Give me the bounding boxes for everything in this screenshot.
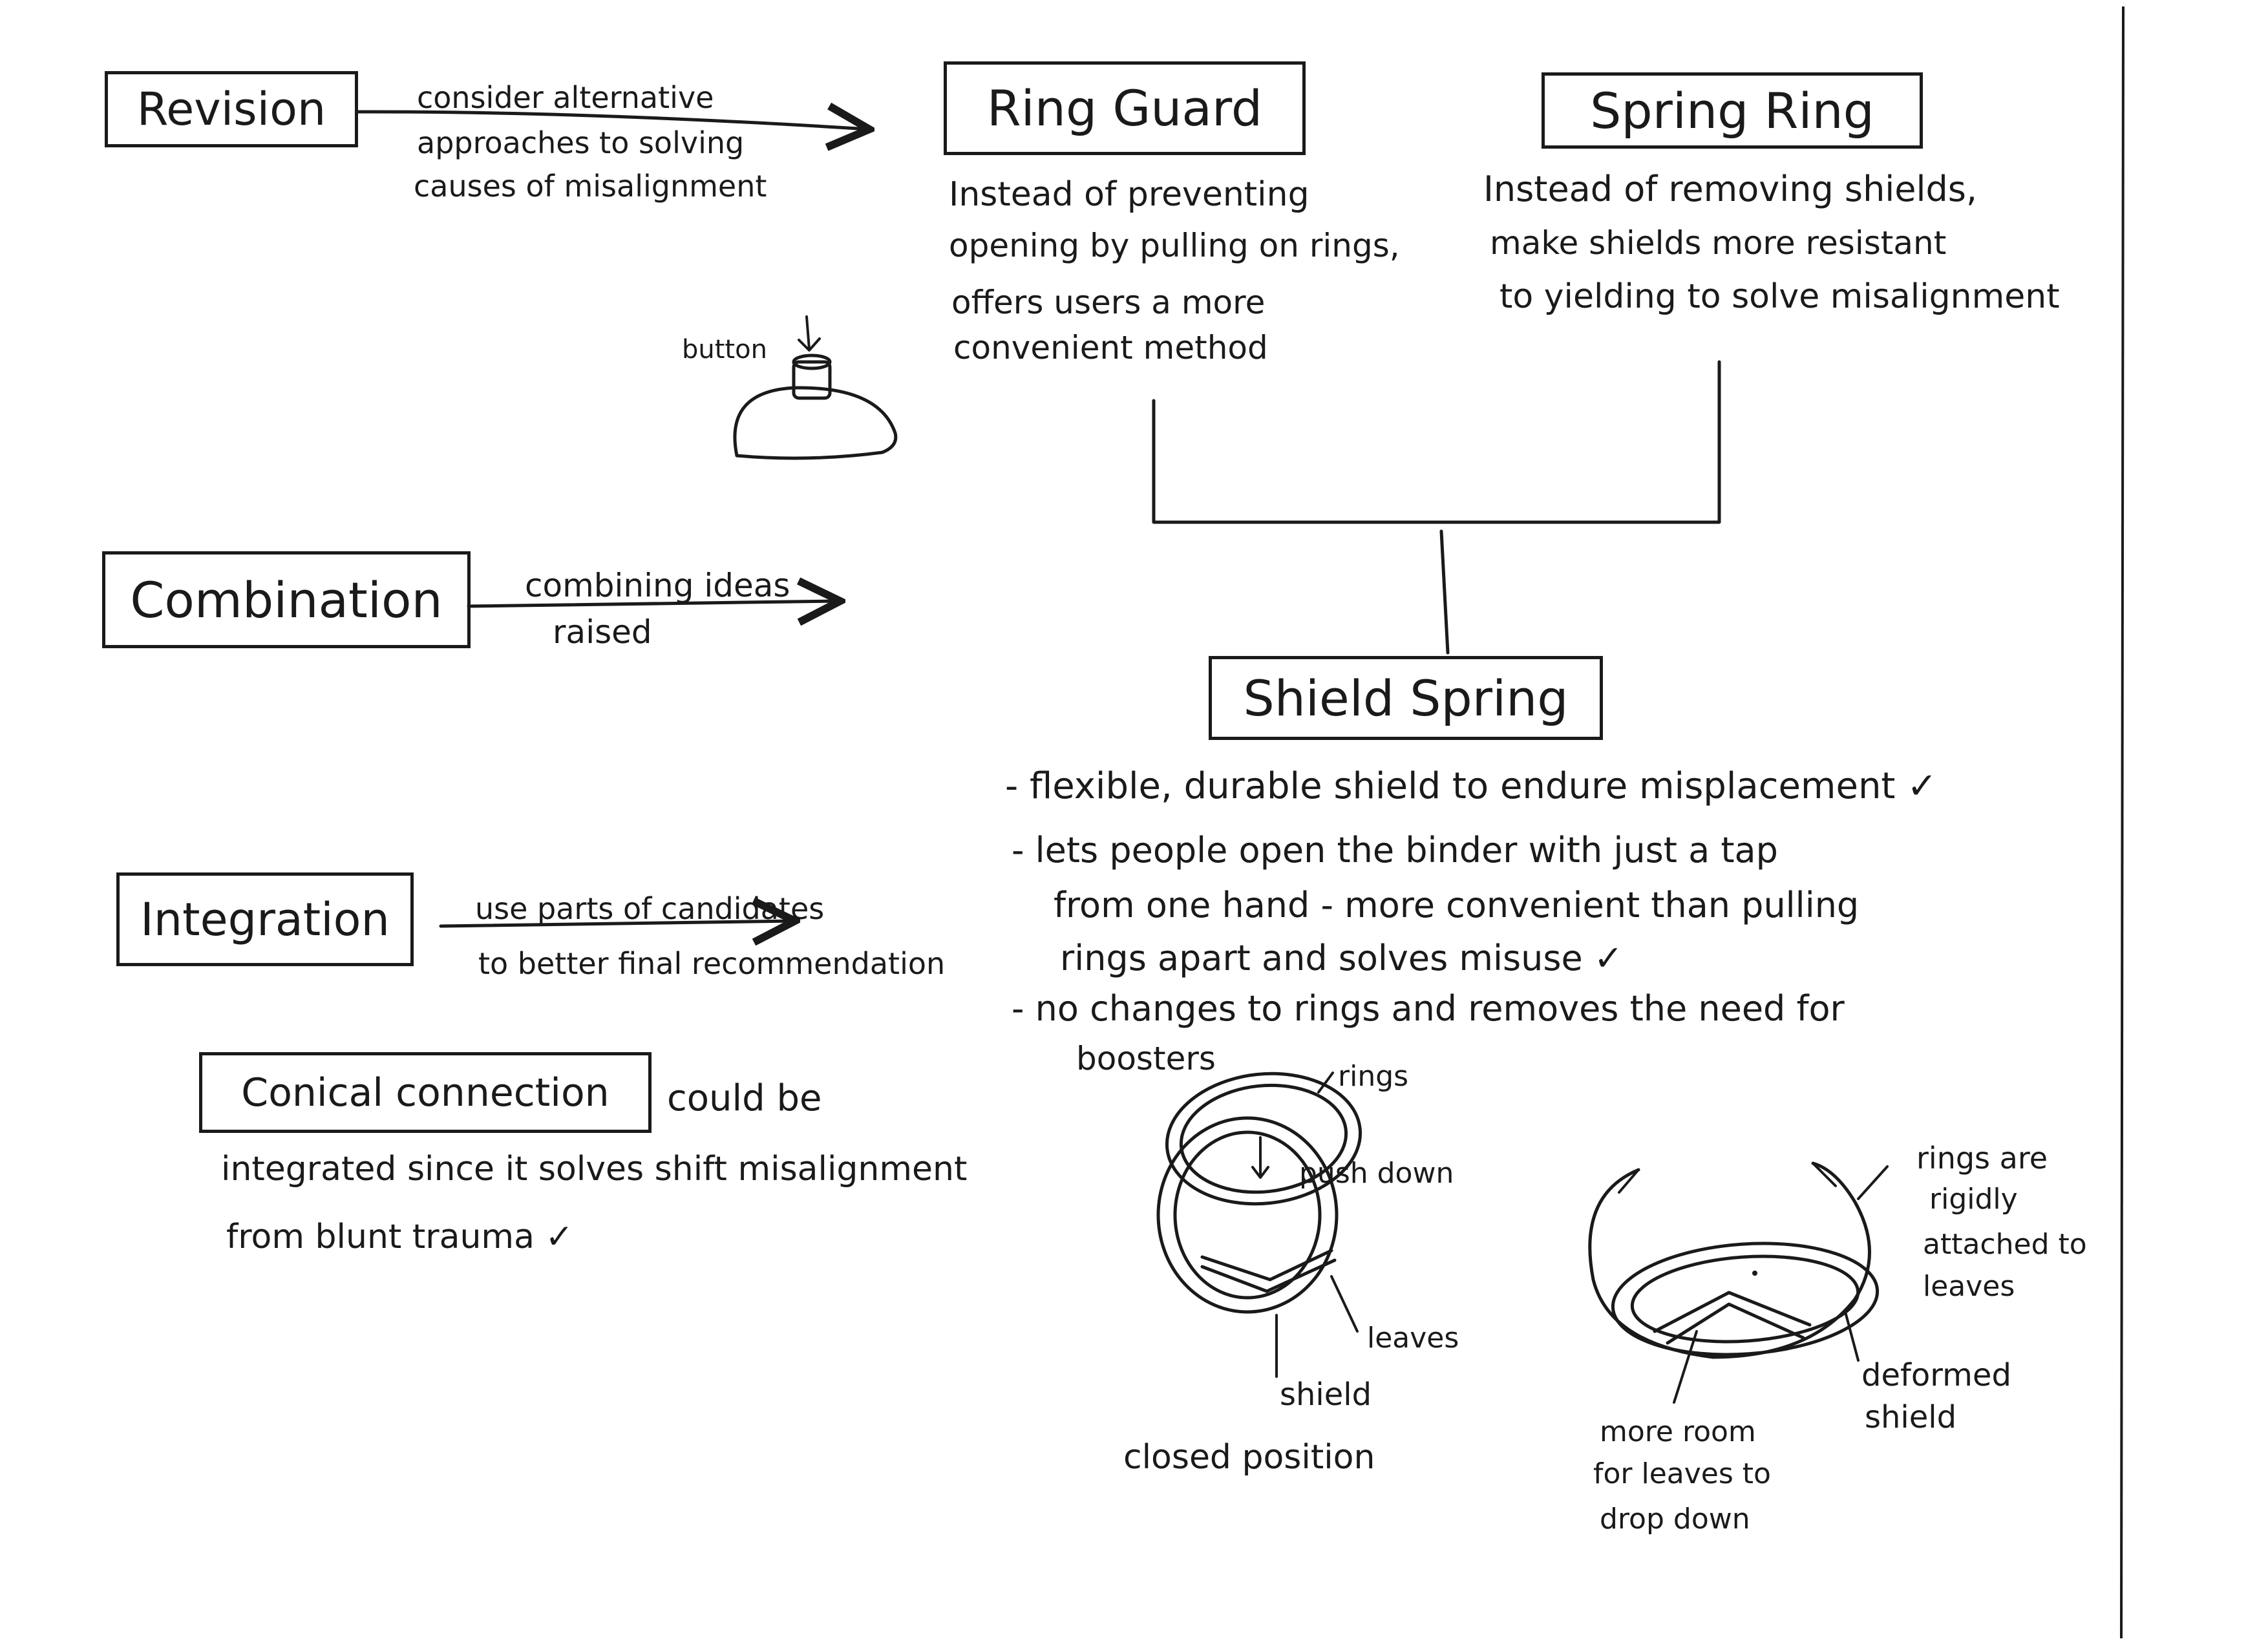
button-dome-sketch — [733, 315, 898, 460]
conical-text-2: from blunt trauma ✓ — [226, 1218, 574, 1256]
integration-note-1: use parts of candidates — [475, 891, 825, 926]
combination-arrow — [467, 601, 840, 606]
open-position-sketch — [1588, 1161, 1889, 1404]
revision-box: Revision — [105, 71, 358, 147]
ring-guard-text-4: convenient method — [953, 329, 1268, 366]
open-deformed-label-2: shield — [1865, 1399, 1957, 1435]
closed-rings-label: rings — [1338, 1060, 1409, 1093]
revision-note-3: causes of misalignment — [414, 169, 767, 204]
spring-ring-text-3: to yielding to solve misalignment — [1500, 277, 2060, 316]
open-room-label-2: for leaves to — [1593, 1457, 1771, 1490]
shield-spring-bullet-2-line-1: - lets people open the binder with just … — [1012, 830, 1778, 871]
merge-bracket — [1152, 360, 1721, 524]
shield-spring-bullet-3-line-2: boosters — [1076, 1040, 1216, 1077]
closed-leaves-label: leaves — [1367, 1322, 1459, 1355]
shield-spring-bullet-2-line-2: from one hand - more convenient than pul… — [1054, 885, 1860, 925]
conical-connection-box: Conical connection — [199, 1052, 652, 1133]
revision-note-1: consider alternative — [417, 80, 714, 115]
integration-box: Integration — [116, 872, 414, 966]
ring-guard-text-1: Instead of preventing — [949, 175, 1309, 214]
closed-position-sketch — [1156, 1072, 1362, 1378]
closed-position-caption: closed position — [1123, 1438, 1375, 1477]
spring-ring-text-2: make shields more resistant — [1490, 224, 1947, 262]
open-deformed-label-1: deformed — [1861, 1357, 2011, 1393]
ring-guard-text-3: offers users a more — [951, 284, 1266, 321]
merge-stem — [1439, 529, 1450, 655]
button-label: button — [682, 335, 767, 364]
conical-text-1: integrated since it solves shift misalig… — [221, 1150, 968, 1188]
shield-spring-box: Shield Spring — [1209, 656, 1603, 740]
shield-spring-bullet-2-line-3: rings apart and solves misuse ✓ — [1060, 938, 1624, 978]
open-rings-label-2: rigidly — [1929, 1183, 2018, 1216]
open-rings-label-1: rings are — [1916, 1141, 2048, 1176]
revision-arrow — [357, 112, 869, 129]
spring-ring-box: Spring Ring — [1542, 72, 1923, 149]
open-room-label-1: more room — [1600, 1415, 1756, 1448]
conical-inline: could be — [667, 1077, 822, 1119]
revision-note-2: approaches to solving — [417, 125, 745, 160]
closed-push-label: push down — [1299, 1157, 1454, 1190]
page-edge — [2120, 6, 2125, 1639]
spring-ring-text-1: Instead of removing shields, — [1483, 169, 1978, 209]
combination-box: Combination — [102, 551, 471, 648]
shield-spring-bullet-1: - flexible, durable shield to endure mis… — [1005, 765, 1938, 807]
open-room-label-3: drop down — [1600, 1503, 1750, 1536]
shield-spring-bullet-3-line-1: - no changes to rings and removes the ne… — [1012, 988, 1845, 1029]
integration-note-2: to better final recommendation — [478, 946, 946, 981]
open-rings-label-4: leaves — [1923, 1270, 2015, 1303]
combination-note-2: raised — [553, 613, 652, 651]
combination-note-1: combining ideas — [525, 567, 790, 604]
open-rings-label-3: attached to — [1923, 1228, 2087, 1261]
integration-arrow — [439, 921, 795, 926]
ring-guard-text-2: opening by pulling on rings, — [949, 227, 1400, 264]
closed-shield-label: shield — [1280, 1377, 1372, 1413]
ring-guard-box: Ring Guard — [944, 61, 1306, 155]
